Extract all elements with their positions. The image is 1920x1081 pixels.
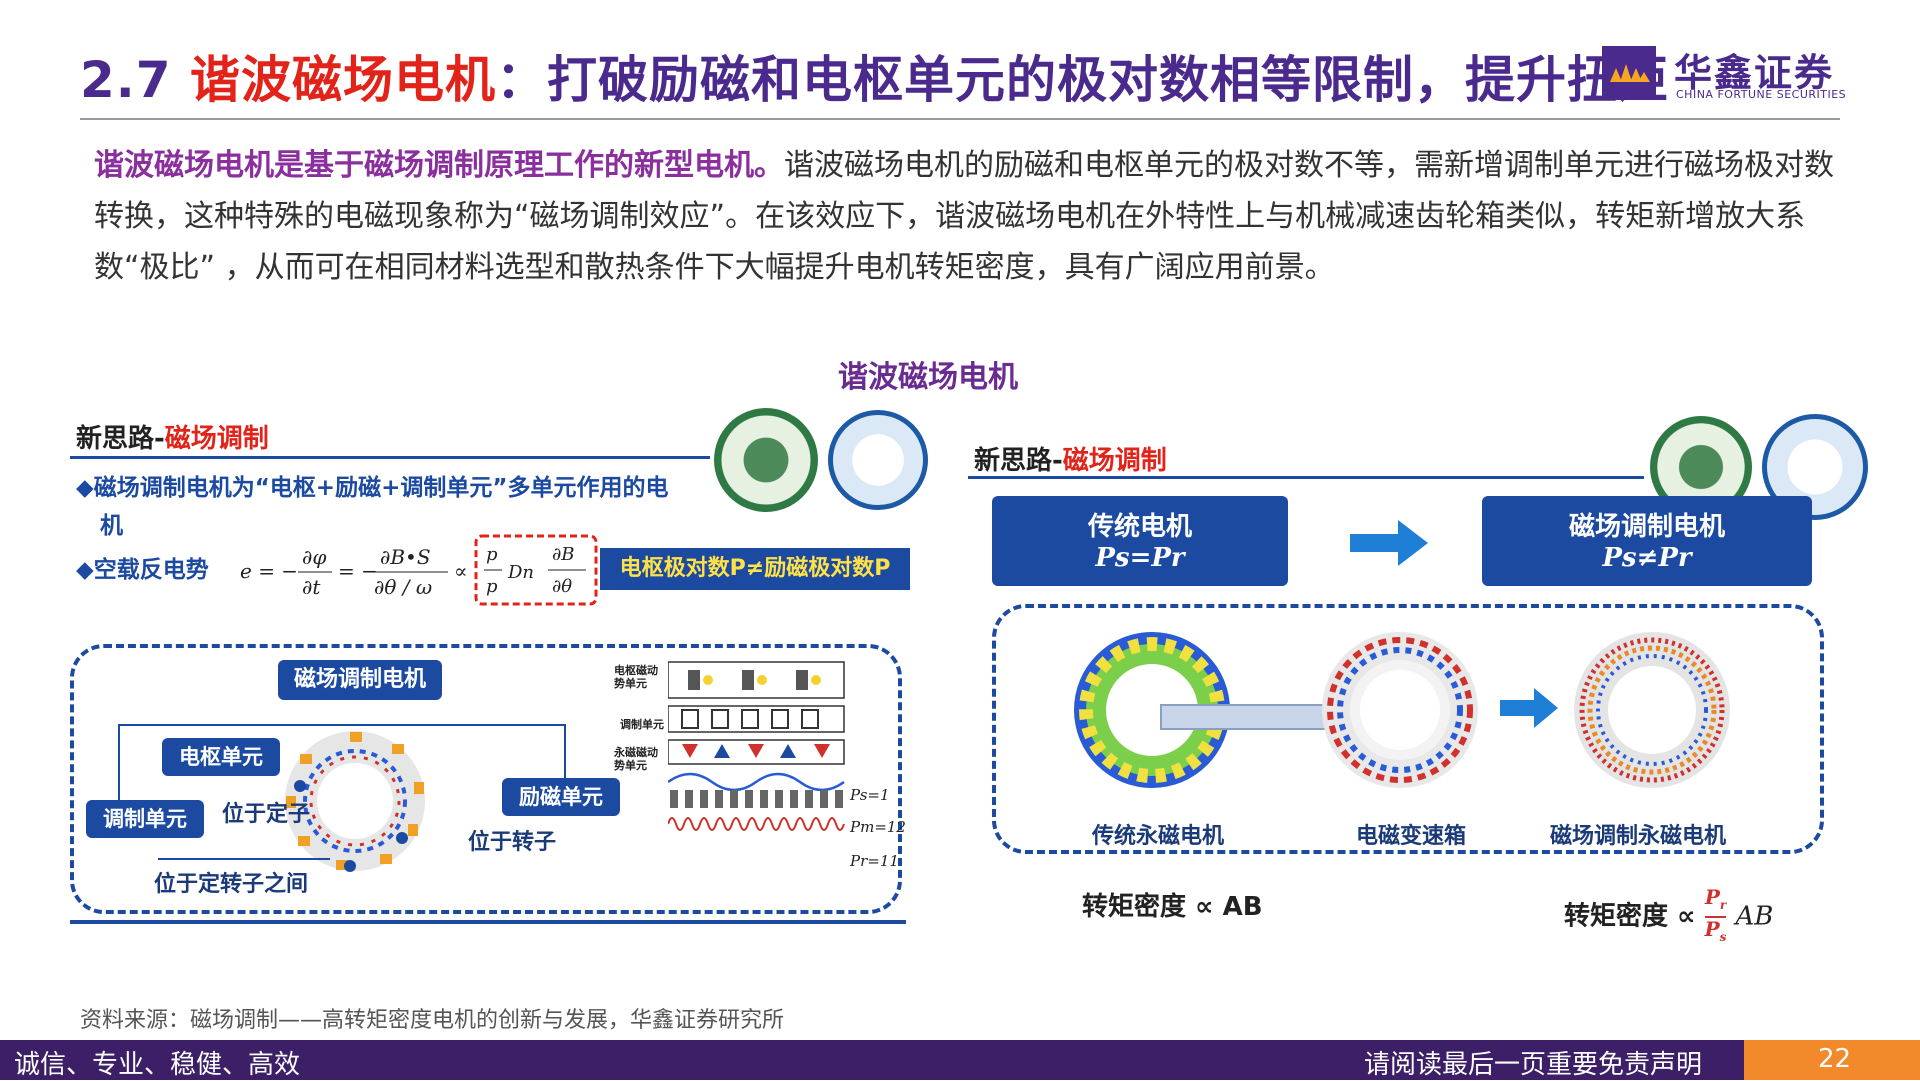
bullet-back-emf: ◆空载反电势 — [76, 557, 209, 583]
wave-label-pm: Pm=12 — [850, 818, 906, 836]
traditional-motor-box: 传统电机 Ps=Pr — [992, 496, 1288, 586]
modulation-unit-box: 调制单元 — [86, 800, 204, 838]
svg-text:p: p — [486, 544, 498, 565]
label-between: 位于定转子之间 — [154, 872, 309, 897]
right-figure-panel: 新思路-磁场调制 传统电机 Ps=Pr 磁场调制电机 Ps≠Pr 传统永磁电 — [960, 408, 1880, 948]
heading-underline — [968, 476, 1644, 479]
traditional-motor-formula: Ps=Pr — [1095, 543, 1185, 573]
svg-text:∂B: ∂B — [552, 544, 575, 565]
intro-body: 谐波磁场电机的励磁和电枢单元的极对数不等，需新增调制单元进行磁场极对数转换，这种… — [94, 148, 1834, 285]
title-highlight: 谐波磁场电机 — [189, 51, 496, 109]
logo-name-cn: 华鑫证券 — [1674, 51, 1835, 95]
heading-highlight: 磁场调制 — [164, 424, 269, 454]
title-number: 2.7 — [80, 51, 190, 109]
strip-label-pm: 永磁磁动势单元 — [614, 746, 658, 772]
connector-right — [564, 724, 566, 788]
connector-top — [118, 724, 564, 726]
heading-underline — [70, 456, 710, 459]
field-strips — [668, 661, 845, 831]
modulation-diagram-box — [70, 644, 902, 914]
page-title: 2.7 谐波磁场电机：打破励磁和电枢单元的极对数相等限制，提升扭矩 — [80, 40, 1669, 112]
university-seal-icon — [714, 408, 818, 512]
motor-comparison-box — [992, 604, 1824, 854]
svg-text:∂φ: ∂φ — [302, 545, 326, 569]
back-emf-formula: e = − ∂φ ∂t = − ∂B•S ∂θ / ω ∝ pp Dn ∂B ∂θ — [240, 534, 598, 606]
svg-text:∂θ / ω: ∂θ / ω — [374, 575, 432, 599]
intro-paragraph: 谐波磁场电机是基于磁场调制原理工作的新型电机。谐波磁场电机的励磁和电枢单元的极对… — [94, 140, 1834, 293]
modulation-motor-title: 磁场调制电机 — [1568, 512, 1725, 542]
bullet-modulation-motor-cont: 机 — [100, 513, 123, 539]
hust-seal-icon — [828, 410, 928, 510]
connector-bottom — [158, 858, 330, 860]
label-traditional-pm-motor: 传统永磁电机 — [1092, 824, 1225, 849]
title-divider — [80, 118, 1840, 120]
heading-prefix: 新思路- — [974, 446, 1063, 476]
figure-caption: 谐波磁场电机 — [838, 360, 1018, 395]
footer-page-tab — [1744, 1040, 1920, 1080]
footer-motto: 诚信、专业、稳健、高效 — [14, 1050, 301, 1080]
svg-text:e = −: e = − — [240, 559, 298, 583]
logo-name-en: CHINA FORTUNE SECURITIES — [1676, 88, 1847, 101]
footer-disclaimer: 请阅读最后一页重要免责声明 — [1364, 1050, 1703, 1080]
company-logo: 华鑫证券 CHINA FORTUNE SECURITIES — [1602, 42, 1846, 104]
intro-lead: 谐波磁场电机是基于磁场调制原理工作的新型电机。 — [94, 148, 784, 183]
right-arrow-small-icon — [1500, 688, 1558, 728]
logo-mark-icon — [1602, 46, 1656, 100]
strip-label-armature: 电枢磁动势单元 — [614, 664, 658, 690]
svg-text:= −: = − — [338, 559, 378, 583]
modulation-pm-motor-image — [1574, 632, 1730, 788]
torque2-prefix: 转矩密度 ∝ — [1564, 901, 1696, 932]
heading-highlight: 磁场调制 — [1062, 446, 1167, 476]
bottom-rule — [70, 920, 906, 924]
label-on-stator: 位于定子 — [222, 802, 311, 827]
svg-text:∂θ: ∂θ — [552, 576, 572, 597]
traditional-motor-title: 传统电机 — [1087, 512, 1192, 542]
source-note: 资料来源：磁场调制——高转矩密度电机的创新与发展，华鑫证券研究所 — [80, 1008, 785, 1033]
svg-text:∝: ∝ — [454, 559, 468, 583]
modulation-motor-box: 磁场调制电机 — [278, 660, 442, 700]
modulation-motor-box: 磁场调制电机 Ps≠Pr — [1482, 496, 1812, 586]
page-number: 22 — [1818, 1044, 1852, 1074]
excitation-unit-box: 励磁单元 — [502, 778, 620, 816]
svg-text:p: p — [486, 576, 498, 597]
label-on-rotor: 位于转子 — [468, 830, 557, 855]
left-figure-panel: 新思路-磁场调制 ◆磁场调制电机为“电枢+励磁+调制单元”多单元作用的电 机 ◆… — [70, 408, 928, 928]
left-panel-heading: 新思路-磁场调制 — [76, 418, 269, 455]
armature-unit-box: 电枢单元 — [162, 738, 280, 776]
connector-left — [118, 724, 120, 808]
svg-text:∂t: ∂t — [302, 575, 321, 599]
right-panel-heading: 新思路-磁场调制 — [974, 440, 1167, 477]
svg-text:∂B•S: ∂B•S — [380, 545, 431, 569]
pole-pair-callout: 电枢极对数P≠励磁极对数P — [600, 548, 910, 590]
wave-label-ps: Ps=1 — [850, 786, 890, 804]
title-rest: ：打破励磁和电枢单元的极对数相等限制，提升扭矩 — [495, 51, 1669, 109]
wave-label-pr: Pr=11 — [850, 852, 899, 870]
torque2-suffix: AB — [1735, 901, 1774, 932]
right-arrow-icon — [1350, 520, 1428, 566]
bullet-modulation-motor: ◆磁场调制电机为“电枢+励磁+调制单元”多单元作用的电 — [76, 475, 669, 501]
svg-text:Dn: Dn — [507, 562, 534, 583]
magnetic-gearbox-image — [1322, 632, 1478, 788]
label-magnetic-gearbox: 电磁变速箱 — [1356, 824, 1467, 849]
modulation-motor-formula: Ps≠Pr — [1602, 543, 1692, 573]
modulation-motor-ring — [285, 731, 425, 872]
strip-label-modulation: 调制单元 — [620, 718, 664, 731]
label-modulation-pm-motor: 磁场调制永磁电机 — [1550, 824, 1727, 849]
heading-prefix: 新思路- — [76, 424, 165, 454]
torque-density-traditional: 转矩密度 ∝ AB — [1082, 892, 1263, 922]
footer-bar: 诚信、专业、稳健、高效 请阅读最后一页重要免责声明 22 — [0, 1040, 1920, 1080]
